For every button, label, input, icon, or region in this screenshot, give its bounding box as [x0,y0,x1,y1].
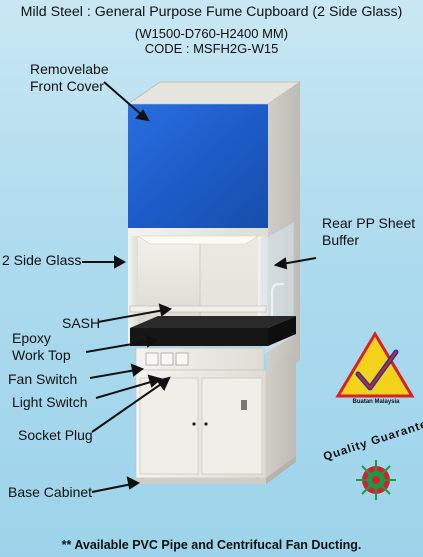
left-post [128,236,138,346]
socket-plug [175,352,189,366]
label-front-cover-line2: Front Cover [30,78,104,94]
label-worktop-line2: Work Top [12,347,71,363]
callout-arrows [82,81,317,493]
label-fan-switch: Fan Switch [8,371,78,387]
label-socket-plug: Socket Plug [18,427,93,443]
label-light-switch: Light Switch [12,394,88,410]
light-panel [137,235,259,245]
cabinet-door-left [139,377,199,475]
plinth [136,478,266,484]
label-sash: SASH [62,315,101,331]
fan-switch [145,352,159,366]
label-rear-buffer-line2: Buffer [322,232,360,248]
epoxy-worktop [130,328,268,346]
buatan-malaysia-text: Buatan Malaysia [352,399,400,405]
door-knob-left [192,422,196,426]
buatan-malaysia-logo [335,331,415,398]
label-worktop-line1: Epoxy [12,330,51,346]
upper-frame [128,228,268,236]
dimensions-text: (W1500-D760-H2400 MM) [134,26,289,41]
label-side-glass: 2 Side Glass [2,252,82,268]
faucet [270,282,284,318]
right-post [258,236,268,346]
cabinet-door-right [201,377,263,475]
front-cover [126,81,302,228]
label-base-cabinet: Base Cabinet [8,484,93,500]
lock [241,400,247,410]
label-rear-buffer-line1: Rear PP Sheet [322,215,416,231]
sash [129,305,267,313]
label-front-cover-line1: Removelabe [30,61,109,77]
quality-guarantee-seal [356,460,396,500]
page-title: Mild Steel : General Purpose Fume Cupboa… [20,4,403,20]
epoxy-worktop-top [130,316,296,328]
product-code: CODE : MSFH2G-W15 [144,41,279,56]
light-switch [160,352,174,366]
door-knob-right [204,422,208,426]
rear-pp-buffer [200,236,258,328]
base-cabinet-side [266,350,296,478]
footer-note: ** Available PVC Pipe and Centrifucal Fa… [61,538,362,552]
